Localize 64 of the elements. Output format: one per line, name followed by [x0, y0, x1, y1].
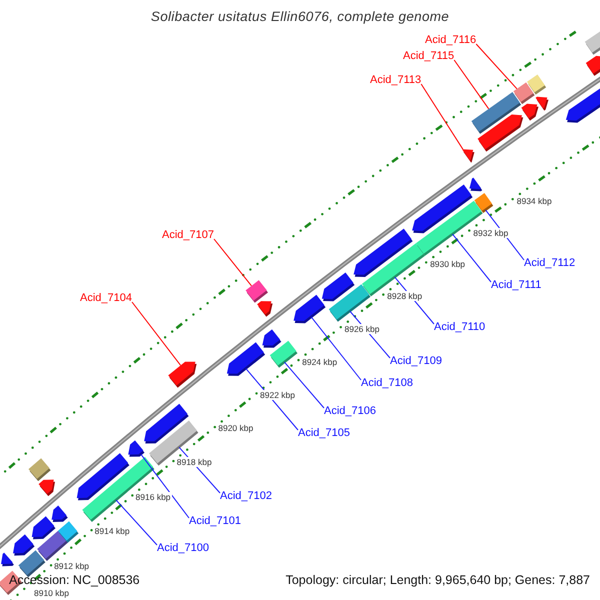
- coordinate-label: 8912 kbp: [53, 561, 90, 572]
- coordinate-label: 8928 kbp: [386, 291, 424, 302]
- gene-label: Acid_7107: [162, 229, 214, 242]
- gene-label: Acid_7116: [425, 34, 476, 47]
- gene-label: Acid_7101: [189, 515, 241, 528]
- gene-feature: [52, 506, 68, 522]
- gene-feature: [536, 96, 548, 111]
- gene-label: Acid_7102: [220, 490, 272, 503]
- gene-feature: [294, 294, 326, 324]
- gene-feature: [226, 342, 266, 376]
- title: Solibacter usitatus Ellin6076, complete genome: [150, 9, 450, 24]
- gene-feature: [38, 480, 55, 496]
- gene-feature: [586, 56, 600, 76]
- gene-label: Acid_7112: [524, 257, 576, 270]
- coordinate-label: 8916 kbp: [134, 492, 172, 502]
- leader-line: [310, 316, 362, 380]
- coordinate-label: 8924 kbp: [301, 356, 338, 367]
- coordinate-label: 8918 kbp: [176, 457, 213, 468]
- gene-label: Acid_7105: [298, 427, 350, 440]
- gene-block: [28, 458, 51, 482]
- gene-feature: [478, 114, 524, 152]
- gene-label: Acid_7110: [434, 321, 486, 334]
- gene-block: [474, 193, 494, 213]
- gene-block: [527, 74, 546, 95]
- gene-feature: [462, 149, 474, 163]
- leader-line: [452, 234, 492, 282]
- gene-block: [270, 340, 298, 368]
- leader-line: [454, 60, 490, 110]
- footer-text: Topology: circular; Length: 9,965,640 bp; Genes: 7,887: [286, 573, 590, 588]
- leader-line: [214, 238, 252, 286]
- gene-feature: [262, 329, 282, 348]
- gene-feature: [469, 178, 482, 192]
- gene-feature: [13, 534, 35, 556]
- leader-line: [132, 302, 182, 366]
- coordinate-label: 8926 kbp: [343, 324, 380, 334]
- gene-label: Acid_7108: [361, 377, 413, 390]
- coordinate-label: 8934 kbp: [516, 196, 553, 206]
- gene-block: [58, 521, 79, 543]
- coordinate-label: 8922 kbp: [259, 390, 296, 400]
- gene-label: Acid_7100: [157, 542, 209, 555]
- leader-line: [116, 500, 158, 546]
- gene-feature: [128, 440, 144, 457]
- gene-feature: [257, 301, 273, 317]
- leader-line: [140, 454, 190, 518]
- gene-label: Acid_7111: [491, 279, 542, 292]
- coordinate-label: 8932 kbp: [472, 228, 510, 238]
- coordinate-label: 8920 kbp: [217, 423, 254, 434]
- leader-line: [420, 84, 464, 150]
- gene-block: [328, 284, 370, 322]
- gene-label: Acid_7106: [324, 405, 376, 418]
- gene-label: Acid_7104: [80, 292, 132, 305]
- coordinate-label: 8930 kbp: [429, 259, 466, 270]
- coordinate-label: 8910 kbp: [33, 588, 70, 598]
- gene-block: [246, 280, 268, 303]
- gene-label: Acid_7115: [403, 50, 454, 63]
- gene-feature: [168, 362, 197, 388]
- gene-label: Acid_7113: [370, 74, 422, 87]
- leader-line: [284, 362, 324, 408]
- gene-block: [82, 456, 154, 522]
- gene-feature: [521, 104, 538, 121]
- gene-label: Acid_7109: [390, 355, 442, 368]
- coordinate-label: 8914 kbp: [94, 526, 131, 536]
- footer-text: Accession: NC_008536: [9, 573, 140, 588]
- gene-feature: [1, 552, 14, 566]
